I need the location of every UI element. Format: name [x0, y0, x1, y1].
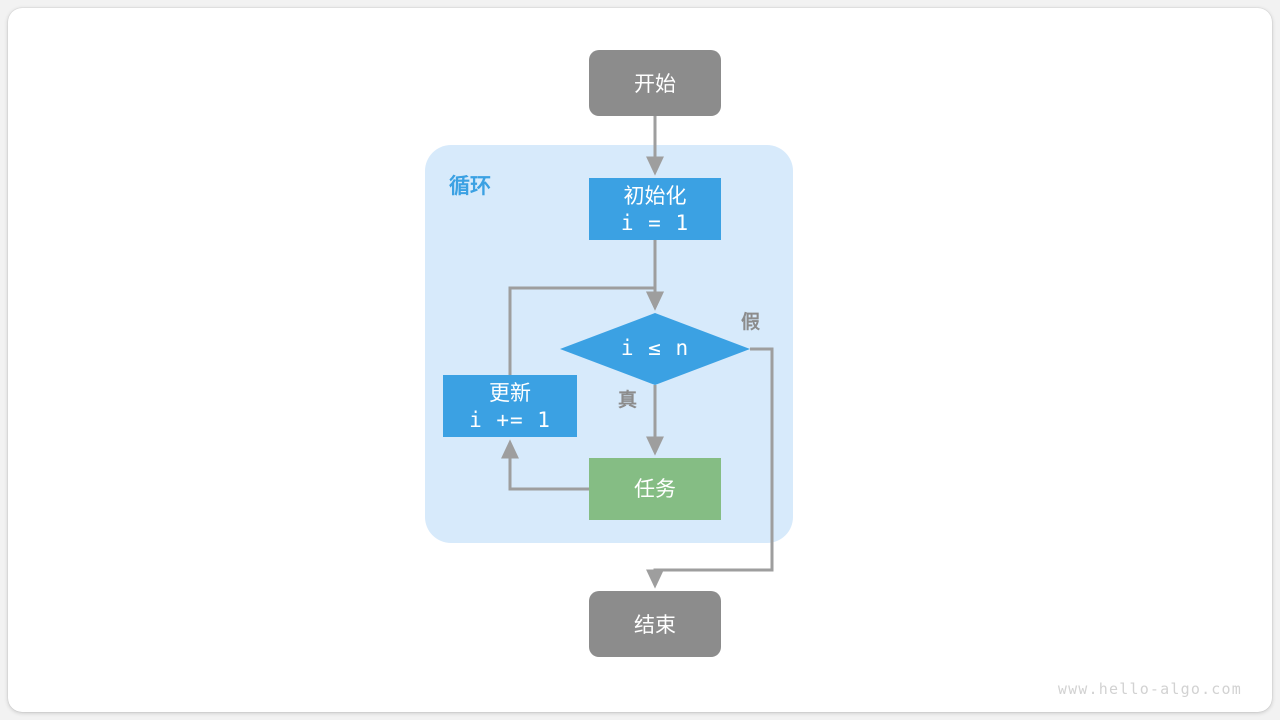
node-task[interactable] — [589, 458, 721, 520]
edge-label-true: 真 — [618, 389, 638, 411]
edge-cond-false-to-end — [645, 347, 774, 589]
node-end[interactable] — [589, 591, 721, 657]
node-update[interactable] — [443, 375, 577, 437]
edge-update-to-cond — [508, 286, 664, 375]
loop-container-label: 循环 — [449, 174, 491, 198]
watermark: www.hello-algo.com — [1057, 680, 1242, 698]
edge-label-false: 假 — [741, 311, 761, 333]
node-init[interactable] — [589, 178, 721, 240]
node-start[interactable] — [589, 50, 721, 116]
node-condition[interactable] — [560, 313, 750, 385]
edge-task-to-update — [501, 439, 589, 491]
